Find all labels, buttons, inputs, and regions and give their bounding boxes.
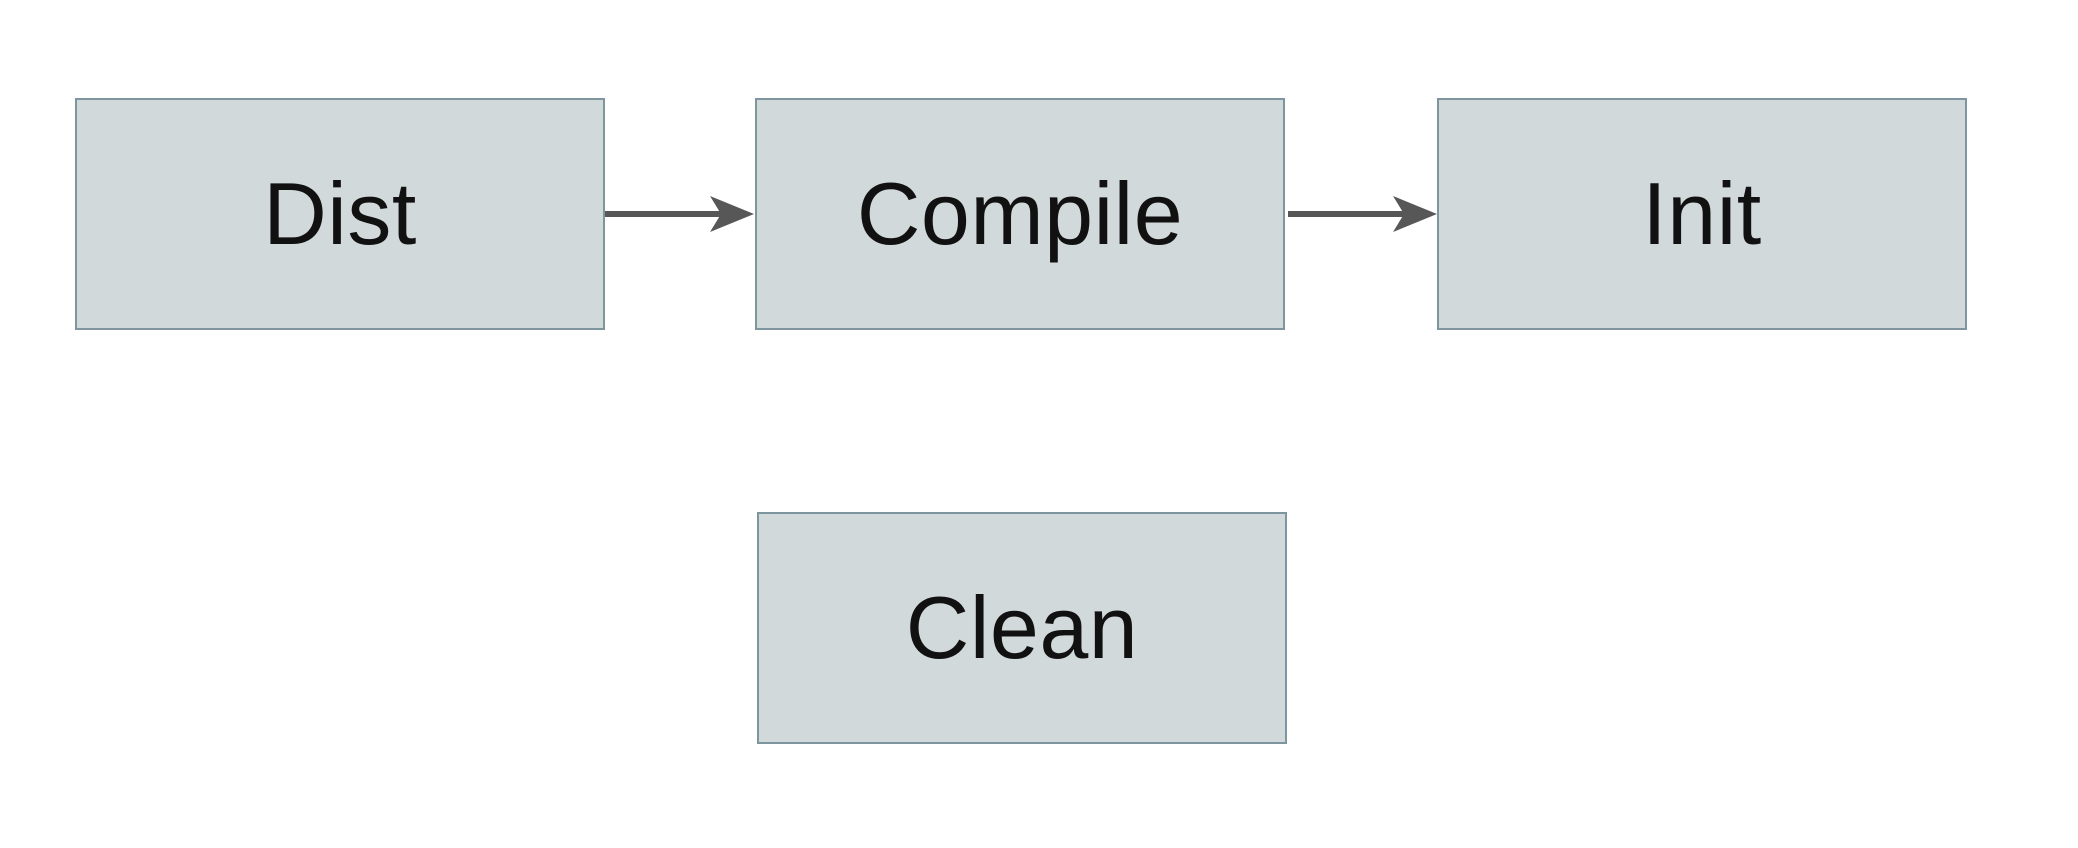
node-dist[interactable]: Dist — [75, 98, 605, 330]
arrow-compile-to-init — [1288, 196, 1437, 232]
node-compile-label: Compile — [856, 164, 1184, 263]
node-compile[interactable]: Compile — [755, 98, 1285, 330]
node-init[interactable]: Init — [1437, 98, 1967, 330]
node-clean[interactable]: Clean — [757, 512, 1287, 744]
node-dist-label: Dist — [263, 164, 417, 263]
node-init-label: Init — [1642, 164, 1762, 263]
node-clean-label: Clean — [905, 578, 1139, 677]
arrow-dist-to-compile — [605, 196, 754, 232]
